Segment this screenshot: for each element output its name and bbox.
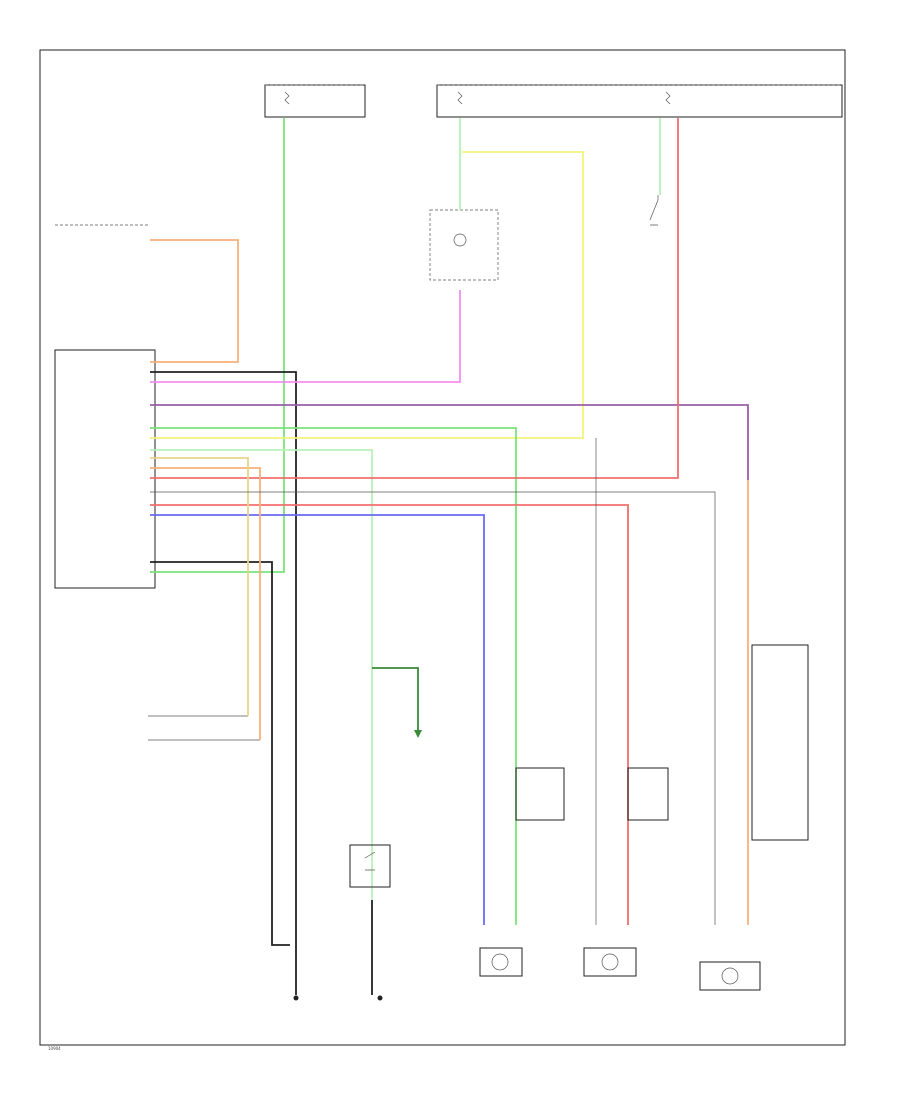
fuse-symbol-middle [457,91,463,105]
wire-pink-brake [150,290,461,383]
connector-lf [515,767,565,821]
wire-black-ground-1 [150,561,290,946]
wire-gray-rear [150,491,716,925]
right-top-switch [649,195,659,226]
wire-orange-connector [150,467,261,740]
wire-yellow-fuse [150,151,584,439]
wire-orange-harness [150,239,239,363]
connector-rf [627,767,669,821]
g-switch [349,844,391,888]
fuse-box-middle [436,84,843,118]
wire-red-switch [150,118,679,479]
wire-black-ground-2 [150,371,297,945]
brake-switch-box [429,209,499,281]
brake-switch-lamp [453,233,467,247]
control-module [54,349,156,589]
fuse-box-left [264,84,366,118]
ground-point-2 [377,995,383,1001]
sensor-lf [479,947,523,977]
footer-code: 10904 [48,1046,61,1051]
fuse-symbol-left [284,91,290,105]
ground-point-1 [293,995,299,1001]
wire-red-rf [150,504,629,925]
wire-green-lf [150,427,517,925]
wire-blue-lf [150,514,485,925]
connector-rear [751,644,809,841]
sensor-rf [583,947,637,977]
g-switch-contacts [364,851,376,871]
wire-green-fuse-left [150,118,285,573]
branch-arrow [414,730,422,738]
wire-darkgreen-branch [372,667,419,735]
sensor-rear [699,961,761,991]
fuse-symbol-right [665,91,671,105]
wire-purple-rear [150,404,749,480]
wire-tan-connector [150,457,249,716]
wire-ltgreen-g-switch [150,449,373,900]
diagram-frame [39,49,846,1046]
